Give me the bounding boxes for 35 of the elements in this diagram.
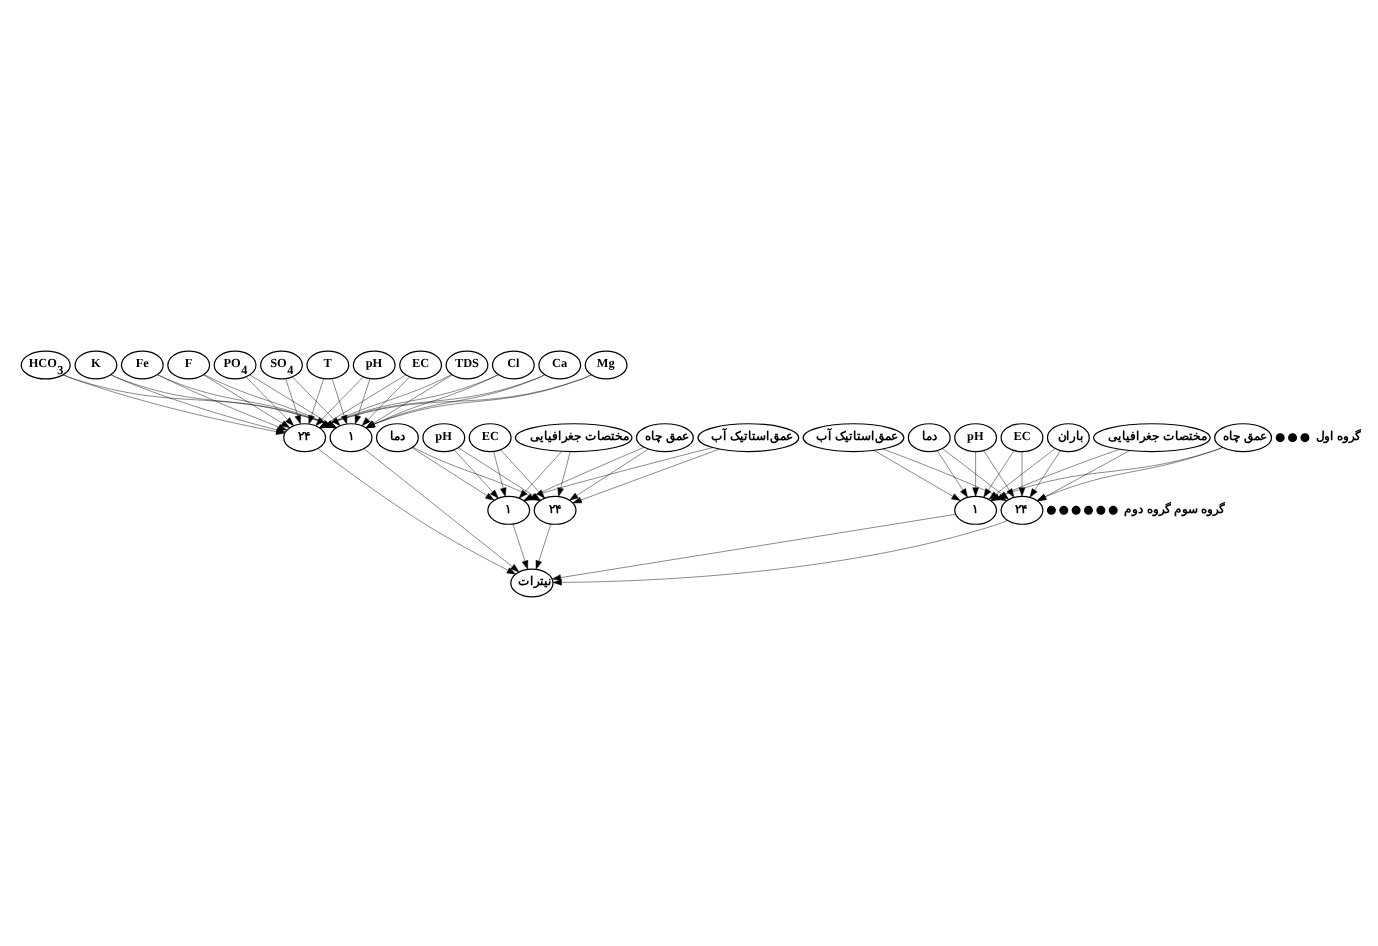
arrow (500, 448, 545, 498)
arrow (937, 449, 968, 497)
arrow (572, 447, 720, 503)
arrow (354, 377, 371, 424)
node-circle (1096, 504, 1106, 514)
arrow (1029, 449, 1061, 497)
arrow (331, 377, 348, 424)
arrow (518, 450, 562, 498)
arrow (493, 450, 507, 496)
node-circle (1084, 504, 1093, 514)
arrow (157, 373, 288, 430)
arrow (203, 373, 291, 427)
arrow (874, 449, 961, 500)
arrow (411, 446, 495, 500)
arrow (535, 522, 552, 569)
node-circle (1059, 504, 1069, 514)
arrow (557, 450, 571, 496)
node-circle (1288, 432, 1298, 442)
arrow (245, 375, 294, 425)
arrow (1018, 450, 1026, 496)
arrow (569, 447, 649, 500)
node-circle (1046, 504, 1056, 514)
arrow (983, 449, 1015, 497)
arrow (363, 447, 520, 572)
arrow (512, 522, 529, 569)
node-circle (1300, 432, 1310, 442)
node-circle (1108, 504, 1118, 514)
arrow (285, 377, 301, 424)
arrow (454, 448, 499, 498)
arrow (552, 513, 956, 580)
node-circle (1275, 432, 1285, 442)
arrow (317, 447, 516, 574)
arrow (972, 450, 979, 496)
arrow (552, 519, 1008, 585)
node-circle (1071, 504, 1081, 514)
